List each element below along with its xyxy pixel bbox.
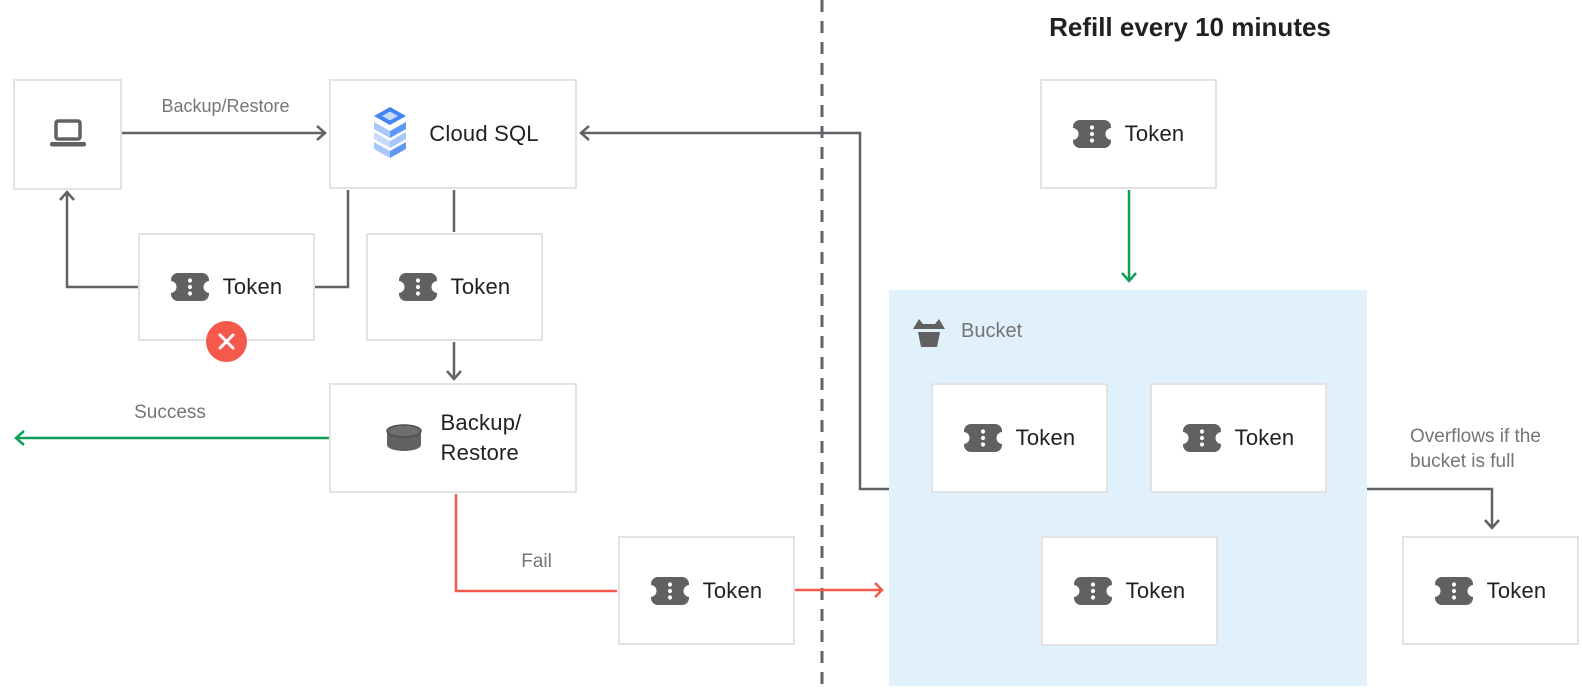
client-laptop-node [13, 79, 122, 190]
token-node-fail: Token [618, 536, 795, 645]
token-label: Token [1486, 577, 1547, 603]
cloud-sql-label: Cloud SQL [429, 121, 539, 146]
arrow-token-to-backup [446, 342, 462, 381]
token-ticket-icon [1182, 424, 1221, 452]
backup-restore-arrow-label: Backup/Restore [161, 96, 290, 116]
red-connectors [454, 494, 884, 598]
bucket-label: Bucket [961, 319, 1023, 342]
token-label: Token [450, 274, 511, 299]
cloud-sql-node: Cloud SQL [329, 79, 577, 189]
success-label: Success [134, 402, 206, 423]
arrow-success [14, 430, 329, 446]
line-token-to-cloudsql [315, 190, 350, 289]
arrow-refill-to-bucket [1121, 190, 1137, 283]
token-ticket-icon [963, 424, 1002, 452]
token-label: Token [1015, 425, 1076, 450]
token-node-consumed: Token [366, 233, 543, 341]
token-ticket-icon [1072, 120, 1111, 148]
green-connectors [14, 190, 1137, 446]
token-label: Token [1124, 121, 1185, 146]
bucket-icon [913, 319, 945, 347]
backup-restore-label: Backup/ Restore [440, 410, 522, 465]
diagram-title: Refill every 10 minutes [1049, 12, 1331, 42]
bucket-region: Bucket Token Token Token [889, 290, 1367, 686]
arrow-token-to-laptop [59, 190, 138, 289]
red-x-badge [206, 321, 247, 362]
database-cylinder-icon [385, 424, 422, 451]
overflow-label: Overflows if the bucket is full [1410, 426, 1541, 473]
token-ticket-icon [398, 273, 437, 301]
token-ticket-icon [650, 576, 689, 605]
token-ticket-icon [1073, 577, 1112, 605]
token-node-bucket-1: Token [931, 383, 1108, 493]
arrow-fail-token-to-bucket [795, 582, 884, 598]
fail-label: Fail [521, 551, 552, 572]
token-ticket-icon [1434, 576, 1473, 605]
token-ticket-icon [170, 273, 209, 301]
token-node-rejected: Token [138, 233, 315, 362]
backup-restore-node: Backup/ Restore [329, 383, 577, 493]
laptop-icon [49, 118, 86, 146]
token-label: Token [702, 577, 763, 603]
token-label: Token [222, 274, 283, 299]
dark-connectors [59, 125, 1500, 530]
arrow-bucket-to-cloudsql [579, 125, 889, 491]
arrow-laptop-to-cloudsql [122, 125, 327, 141]
arrow-bucket-overflow [1367, 487, 1500, 530]
token-node-overflow: Token [1402, 536, 1579, 645]
token-label: Token [1125, 578, 1186, 603]
bucket-header: Bucket [911, 314, 1022, 348]
cloud-sql-layers-icon [374, 107, 407, 158]
token-node-refill: Token [1040, 79, 1217, 189]
token-node-bucket-2: Token [1150, 383, 1327, 493]
red-x-circle-icon [218, 333, 235, 350]
token-node-bucket-3: Token [1041, 536, 1218, 646]
token-label: Token [1234, 425, 1295, 450]
line-fail [454, 494, 617, 593]
